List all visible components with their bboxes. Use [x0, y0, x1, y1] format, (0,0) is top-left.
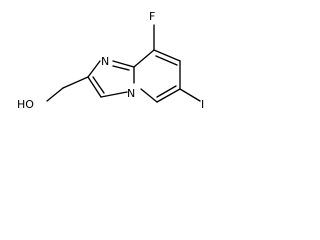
imidazole-nitrogen-label: N: [101, 55, 109, 68]
bond-c2-ch2: [62, 76, 89, 89]
bond-c6-c5-inner: [156, 85, 177, 98]
bond-c8-c8a: [133, 49, 155, 68]
bond-c8a-n1: [112, 60, 135, 68]
bond-c6-c5: [156, 88, 181, 103]
bond-c2-c3: [87, 76, 102, 98]
bond-c3-n4: [100, 91, 128, 98]
hydroxyl-label: HO: [17, 98, 34, 111]
bridgehead-nitrogen-label: N: [127, 87, 135, 100]
bond-c6-i: [179, 88, 201, 102]
bond-c8-c7: [153, 49, 181, 62]
iodine-label: I: [201, 98, 204, 111]
chemical-structure-diagram: F I HO N N: [17, 10, 204, 111]
bond-c8a-n1-inner: [112, 65, 130, 71]
bond-c2-c3-inner: [92, 76, 105, 94]
bond-c5-n4: [140, 88, 158, 103]
bond-ch2-o: [46, 87, 64, 102]
fluorine-label: F: [149, 10, 155, 23]
bond-c8-c7-inner: [155, 55, 178, 66]
structure-canvas: F I HO N N: [0, 0, 248, 136]
bond-n1-c2: [87, 60, 101, 78]
